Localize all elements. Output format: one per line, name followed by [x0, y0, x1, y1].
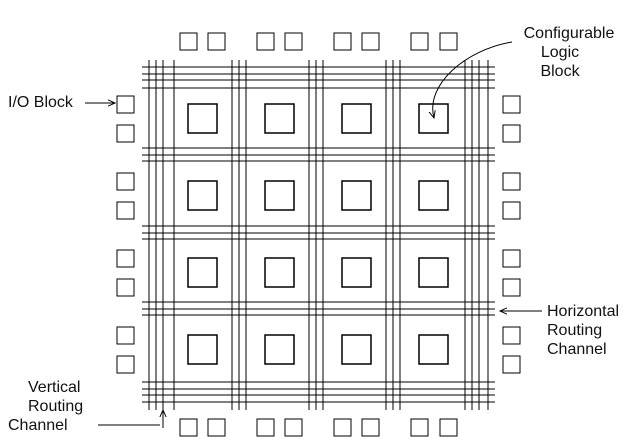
clb-block-r3-c3	[341, 257, 372, 288]
clb-block-r3-c2	[264, 257, 295, 288]
clb-block-r3-c4	[418, 257, 449, 288]
io-block-left-4	[116, 201, 135, 220]
io-block-right-6	[502, 278, 521, 297]
clb-block-r1-c1	[187, 103, 218, 134]
clb-block-r2-c4	[418, 180, 449, 211]
clb-block-r4-c2	[264, 334, 295, 365]
vrc-label-line3: Channel	[8, 417, 68, 434]
io-block-label: I/O Block	[8, 94, 73, 111]
horizontal-routing-label: Horizontal Routing Channel	[547, 302, 619, 359]
clb-block-r4-c1	[187, 334, 218, 365]
io-block-top-6	[361, 32, 380, 51]
io-block-left-6	[116, 278, 135, 297]
io-block-left-7	[116, 326, 135, 345]
clb-block-r2-c3	[341, 180, 372, 211]
hrc-label-line1: Horizontal	[547, 303, 620, 320]
io-block-top-3	[256, 32, 275, 51]
io-block-bottom-8	[439, 418, 458, 437]
annotation-arrows	[85, 41, 542, 428]
io-block-bottom-5	[333, 418, 352, 437]
io-block-top-7	[410, 32, 429, 51]
clb-block-r4-c4	[418, 334, 449, 365]
io-block-top-5	[333, 32, 352, 51]
io-block-left-3	[116, 172, 135, 191]
clb-label-line3: Block	[540, 63, 580, 80]
io-block-right-2	[502, 124, 521, 143]
io-block-right-5	[502, 249, 521, 268]
clb-array	[187, 103, 449, 365]
io-block-right-4	[502, 201, 521, 220]
io-block-right-3	[502, 172, 521, 191]
clb-block-r1-c4	[418, 103, 449, 134]
io-block-left-1	[116, 95, 135, 114]
io-block-bottom-1	[179, 418, 198, 437]
clb-block-r3-c1	[187, 257, 218, 288]
io-block-bottom-2	[207, 418, 226, 437]
io-block-left-2	[116, 124, 135, 143]
io-block-bottom-6	[361, 418, 380, 437]
io-block-top-1	[179, 32, 198, 51]
io-block-ring	[116, 32, 521, 437]
io-block-right-1	[502, 95, 521, 114]
routing-channels	[142, 60, 495, 410]
vrc-label-line2: Routing	[28, 398, 84, 415]
io-block-top-2	[207, 32, 226, 51]
io-block-bottom-7	[410, 418, 429, 437]
clb-block-r2-c1	[187, 180, 218, 211]
io-block-right-7	[502, 326, 521, 345]
clb-block-r4-c3	[341, 334, 372, 365]
io-block-top-4	[284, 32, 303, 51]
io-block-right-8	[502, 355, 521, 374]
vertical-routing-label: Vertical Routing Channel	[8, 378, 84, 435]
io-block-bottom-3	[256, 418, 275, 437]
clb-pointer-arrow	[433, 41, 513, 118]
clb-label-line2: Logic	[540, 44, 580, 61]
hrc-label-line3: Channel	[547, 341, 607, 358]
io-block-left-5	[116, 249, 135, 268]
hrc-label-line2: Routing	[547, 322, 603, 339]
io-block-left-8	[116, 355, 135, 374]
io-block-bottom-4	[284, 418, 303, 437]
clb-block-r1-c3	[341, 103, 372, 134]
clb-label: Configurable Logic Block	[515, 24, 623, 81]
clb-block-r2-c2	[264, 180, 295, 211]
io-block-top-8	[439, 32, 458, 51]
vrc-label-line1: Vertical	[28, 379, 81, 396]
clb-label-line1: Configurable	[523, 25, 615, 42]
clb-block-r1-c2	[264, 103, 295, 134]
